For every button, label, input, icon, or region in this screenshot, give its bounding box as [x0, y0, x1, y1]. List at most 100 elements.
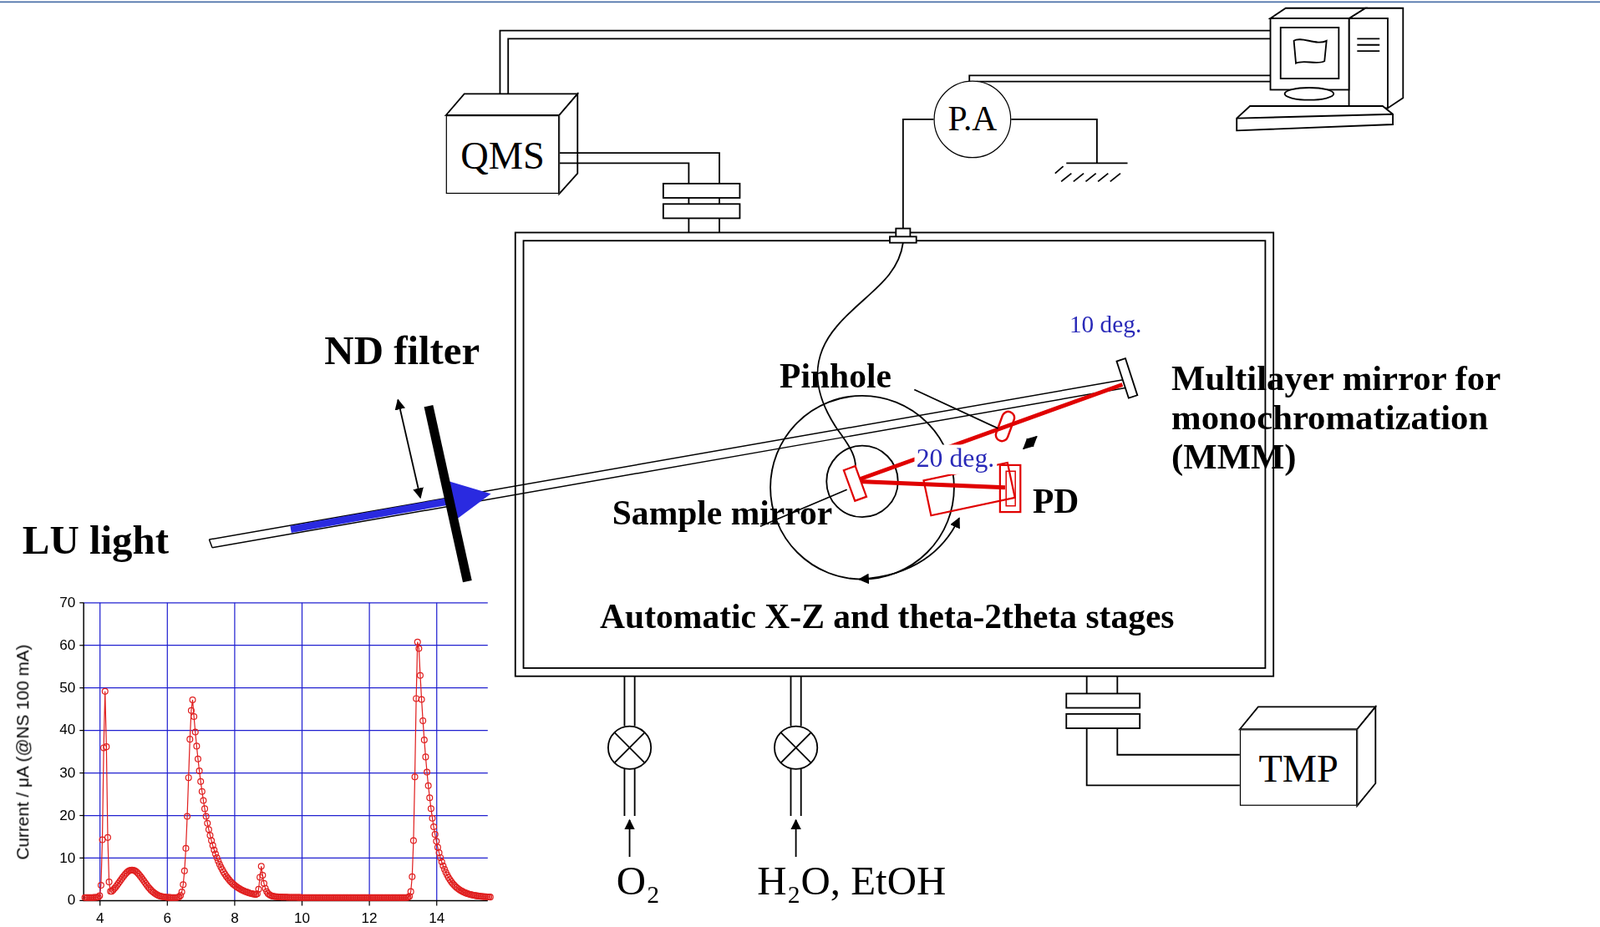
instrument-circle: P.A	[933, 80, 1011, 158]
grid-line	[301, 603, 303, 902]
tmp-housing	[1066, 676, 1376, 807]
data-point	[407, 888, 414, 895]
rotation-stage	[770, 396, 960, 580]
data-point	[259, 873, 266, 879]
qms-housing-part	[688, 198, 720, 234]
data-point	[96, 893, 103, 900]
vacuum-chamber-part	[523, 240, 1266, 669]
grid-line	[436, 603, 437, 902]
light-beam-part	[290, 499, 458, 529]
data-point	[193, 743, 200, 750]
data-point	[440, 863, 447, 869]
data-point	[426, 795, 433, 802]
nd-filter-part	[428, 406, 468, 582]
data-point	[435, 844, 442, 851]
reflected-beam	[858, 384, 1123, 516]
data-point	[414, 639, 421, 646]
data-point	[411, 774, 418, 781]
axis-label: 12	[361, 911, 378, 927]
reflected-beam-part	[858, 481, 1006, 488]
data-point	[433, 838, 440, 845]
data-point	[427, 806, 434, 813]
nd-filter-part	[397, 400, 421, 498]
pinhole-mover-part	[1023, 436, 1037, 450]
axis-label: 10	[59, 850, 76, 867]
data-point	[192, 729, 199, 736]
gas-inlet-part	[780, 732, 812, 764]
qms-housing-part	[558, 152, 720, 184]
part-label: Multilayer mirror for monochromatization…	[1171, 359, 1590, 478]
grid-line	[99, 603, 101, 902]
computer-part	[1356, 38, 1380, 51]
data-point	[421, 737, 427, 744]
data-point	[255, 886, 262, 893]
current-chart-part	[83, 603, 488, 902]
reflected-beam-part	[858, 384, 1123, 480]
axis-tick	[301, 900, 303, 906]
axis-tick	[79, 602, 84, 604]
qms-housing-part	[663, 183, 741, 199]
current-chart-part	[81, 639, 493, 901]
computer-part	[1349, 18, 1388, 108]
grid-line	[83, 815, 488, 817]
vacuum-chamber	[515, 232, 1274, 676]
computer-part	[1236, 106, 1393, 131]
axis-tick	[368, 900, 370, 906]
grid-line	[233, 603, 235, 902]
data-point	[189, 697, 196, 704]
grid-line	[83, 858, 488, 859]
pa-wire-part	[903, 119, 935, 229]
current-chart	[79, 603, 493, 907]
gas-inlet-part	[629, 820, 631, 858]
axis-tick	[79, 858, 84, 859]
tmp-housing-part	[1239, 706, 1376, 730]
data-point	[410, 838, 417, 844]
axis-label: 14	[428, 911, 445, 927]
tmp-housing-part	[1066, 714, 1140, 729]
part-label: Automatic X-Z and theta-2theta stages	[599, 598, 1174, 637]
axis-label: 6	[163, 911, 173, 927]
gas-inlet	[608, 676, 818, 858]
data-point	[200, 797, 207, 804]
reflected-beam-part	[1000, 465, 1021, 513]
grid-line	[368, 603, 370, 902]
node-label: P.A	[947, 100, 997, 139]
data-point	[195, 756, 202, 762]
sample-mirror	[843, 466, 867, 502]
node-label: TMP	[1258, 745, 1338, 791]
axis-label: 70	[59, 594, 76, 611]
current-chart-part	[79, 603, 437, 907]
data-line	[85, 642, 491, 899]
data-point	[416, 645, 422, 652]
multilayer-mirror-part	[1116, 358, 1138, 399]
data-point	[424, 769, 431, 776]
data-point	[191, 714, 198, 721]
pa-wire-part	[1055, 166, 1121, 182]
nd-filter	[397, 400, 468, 582]
data-point	[97, 883, 104, 889]
tmp-housing-part	[1066, 693, 1140, 708]
data-point	[103, 744, 110, 751]
vacuum-chamber-part	[515, 232, 1274, 676]
reflected-beam-part	[994, 410, 1016, 443]
data-point	[178, 889, 185, 896]
light-beam	[208, 379, 1128, 549]
axis-tick	[79, 687, 84, 689]
axis-tick	[79, 815, 84, 817]
data-point	[177, 893, 184, 900]
data-point	[106, 879, 112, 886]
part-label: O₂	[616, 858, 661, 905]
pa-wire	[817, 119, 1128, 472]
light-beam-part	[208, 539, 213, 549]
data-point	[213, 851, 219, 858]
cable-part	[507, 18, 1308, 116]
computer-part	[1236, 114, 1393, 119]
instrument-box: TMP	[1239, 729, 1357, 807]
qms-housing	[446, 93, 741, 233]
computer	[1236, 8, 1403, 132]
part-label: LU light	[22, 518, 169, 564]
data-point	[258, 863, 265, 870]
current-chart-part	[83, 603, 488, 902]
data-point	[99, 837, 106, 844]
data-point	[422, 754, 429, 761]
